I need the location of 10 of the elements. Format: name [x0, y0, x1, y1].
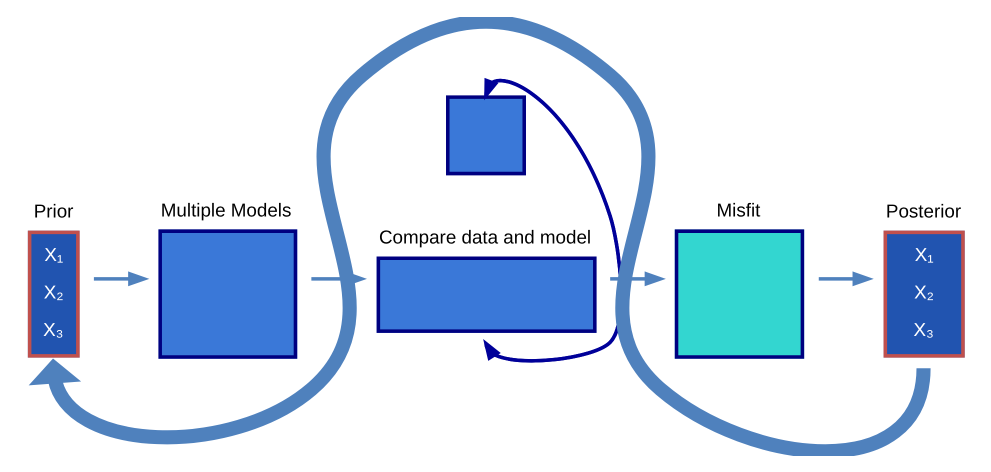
- node-label: Posterior: [885, 200, 961, 221]
- node-label: Multiple Models: [160, 198, 291, 220]
- node-box: [446, 94, 526, 175]
- node-label: Prior: [33, 200, 73, 221]
- node-label: Compare data and model: [378, 226, 591, 247]
- arrow: [93, 270, 149, 286]
- arrow: [610, 270, 666, 286]
- node-label: Misfit: [716, 198, 760, 220]
- arrow: [818, 270, 874, 286]
- arrow: [28, 16, 930, 456]
